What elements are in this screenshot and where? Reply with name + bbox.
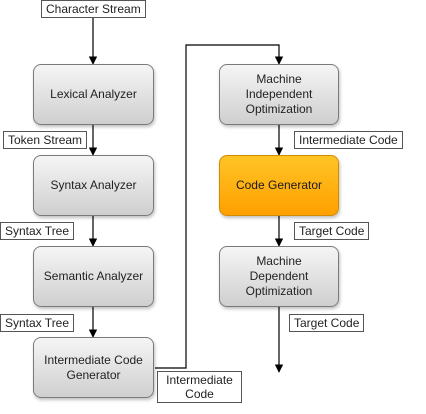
token-stream-label: Token Stream: [3, 131, 88, 149]
syntax-analyzer-label: Syntax Analyzer: [50, 178, 137, 192]
target-code-label-1: Target Code: [294, 222, 370, 240]
lexical-analyzer-label: Lexical Analyzer: [50, 87, 137, 101]
syntax-tree-label-2: Syntax Tree: [0, 314, 75, 332]
code-generator-label: Code Generator: [235, 178, 323, 192]
machine-dependent-optimization-box: Machine Dependent Optimization: [219, 246, 339, 307]
semantic-analyzer-box: Semantic Analyzer: [33, 246, 154, 307]
intermediate-code-generator-label: Intermediate Code Generator: [44, 352, 143, 382]
intermediate-code-label-1: Intermediate Code: [157, 371, 242, 403]
lexical-analyzer-box: Lexical Analyzer: [33, 64, 154, 125]
target-code-label-2: Target Code: [289, 314, 365, 332]
intermediate-code-generator-box: Intermediate Code Generator: [33, 337, 154, 398]
semantic-analyzer-label: Semantic Analyzer: [43, 269, 144, 283]
intermediate-code-label-2: Intermediate Code: [294, 131, 403, 149]
machine-dependent-optimization-label: Machine Dependent Optimization: [245, 254, 313, 298]
syntax-tree-label-1: Syntax Tree: [0, 222, 75, 240]
machine-independent-optimization-label: Machine Independent Optimization: [245, 72, 313, 116]
character-stream-label: Character Stream: [41, 0, 146, 18]
syntax-analyzer-box: Syntax Analyzer: [33, 155, 154, 216]
machine-independent-optimization-box: Machine Independent Optimization: [219, 64, 339, 125]
arrow-icg-to-optimizer: [155, 44, 284, 369]
code-generator-box: Code Generator: [219, 155, 339, 216]
